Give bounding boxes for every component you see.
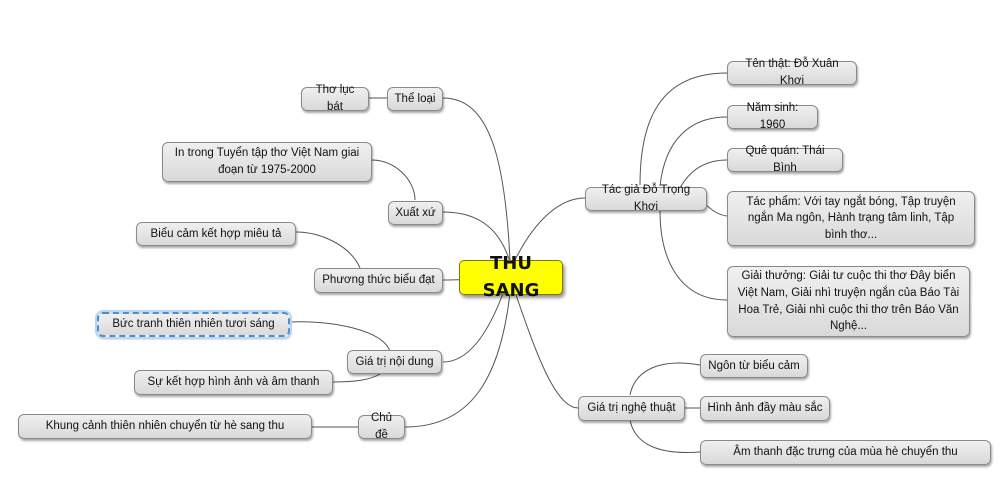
leaf-chu-de[interactable]: Khung cảnh thiên nhiên chuyển từ hè sang… xyxy=(18,414,312,439)
link-tac-gia-5 xyxy=(659,210,728,301)
leaf-hinh-anh[interactable]: Hình ảnh đầy màu sắc xyxy=(700,396,830,421)
leaf-ten-that[interactable]: Tên thật: Đỗ Xuân Khơi xyxy=(727,58,857,87)
link-center-gia-tri-noi-dung xyxy=(442,287,506,363)
link-phuong-thuc-child xyxy=(295,231,361,269)
branch-tac-gia[interactable]: Tác giả Đỗ Trọng Khơi xyxy=(585,184,707,213)
link-center-chu-de xyxy=(404,292,511,428)
leaf-xuat-xu-line-2: đoạn từ 1975-2000 xyxy=(218,164,316,176)
link-center-xuat-xu xyxy=(442,211,511,263)
leaf-xuat-xu-line-1: In trong Tuyển tập thơ Việt Nam giai xyxy=(174,147,360,160)
central-topic[interactable]: THU SANG xyxy=(459,253,563,301)
link-xuat-xu-child xyxy=(371,159,416,201)
leaf-ngon-tu[interactable]: Ngôn từ biểu cảm xyxy=(700,354,808,378)
leaf-tac-pham[interactable]: Tác phẩm: Với tay ngắt bóng, Tập truyện … xyxy=(727,191,975,246)
branch-phuong-thuc-bieu-dat[interactable]: Phương thức biểu đạt xyxy=(314,268,443,293)
link-noi-dung-child-1 xyxy=(289,321,391,353)
leaf-que-quan[interactable]: Quê quán: Thái Bình xyxy=(727,145,843,174)
link-nghe-thuat-1 xyxy=(629,362,701,396)
branch-gia-tri-nghe-thuat[interactable]: Giá trị nghệ thuật xyxy=(578,396,685,421)
link-tac-gia-2 xyxy=(659,116,728,187)
branch-chu-de[interactable]: Chủ đề xyxy=(358,412,405,441)
branch-gia-tri-noi-dung[interactable]: Giá trị nội dung xyxy=(347,350,442,374)
leaf-xuat-xu[interactable]: In trong Tuyển tập thơ Việt Nam giai đoạ… xyxy=(162,142,372,182)
leaf-the-loai[interactable]: Thơ lục bát xyxy=(301,84,369,113)
link-center-nghe-thuat xyxy=(514,291,579,409)
leaf-nam-sinh[interactable]: Năm sinh: 1960 xyxy=(727,102,818,131)
link-center-tac-gia xyxy=(514,197,586,261)
leaf-noi-dung-buc-tranh[interactable]: Bức tranh thiên nhiên tươi sáng xyxy=(97,312,290,337)
leaf-noi-dung-su-ket-hop[interactable]: Sự kết hợp hình ảnh và âm thanh xyxy=(134,370,333,395)
link-noi-dung-child-2 xyxy=(332,373,381,383)
leaf-giai-thuong[interactable]: Giải thưởng: Giải tư cuộc thi thơ Đây bi… xyxy=(727,266,970,337)
leaf-phuong-thuc[interactable]: Biểu cảm kết hợp miêu tả xyxy=(136,222,296,246)
link-tac-gia-4 xyxy=(705,204,728,217)
link-nghe-thuat-3 xyxy=(629,419,701,454)
link-center-the-loai xyxy=(442,97,511,261)
link-tac-gia-3 xyxy=(679,159,728,189)
link-tac-gia-1 xyxy=(639,72,728,186)
branch-the-loai[interactable]: Thể loại xyxy=(387,87,443,111)
branch-xuat-xu[interactable]: Xuất xứ xyxy=(388,201,443,225)
leaf-am-thanh[interactable]: Âm thanh đặc trưng của mùa hè chuyển thu xyxy=(700,440,991,465)
